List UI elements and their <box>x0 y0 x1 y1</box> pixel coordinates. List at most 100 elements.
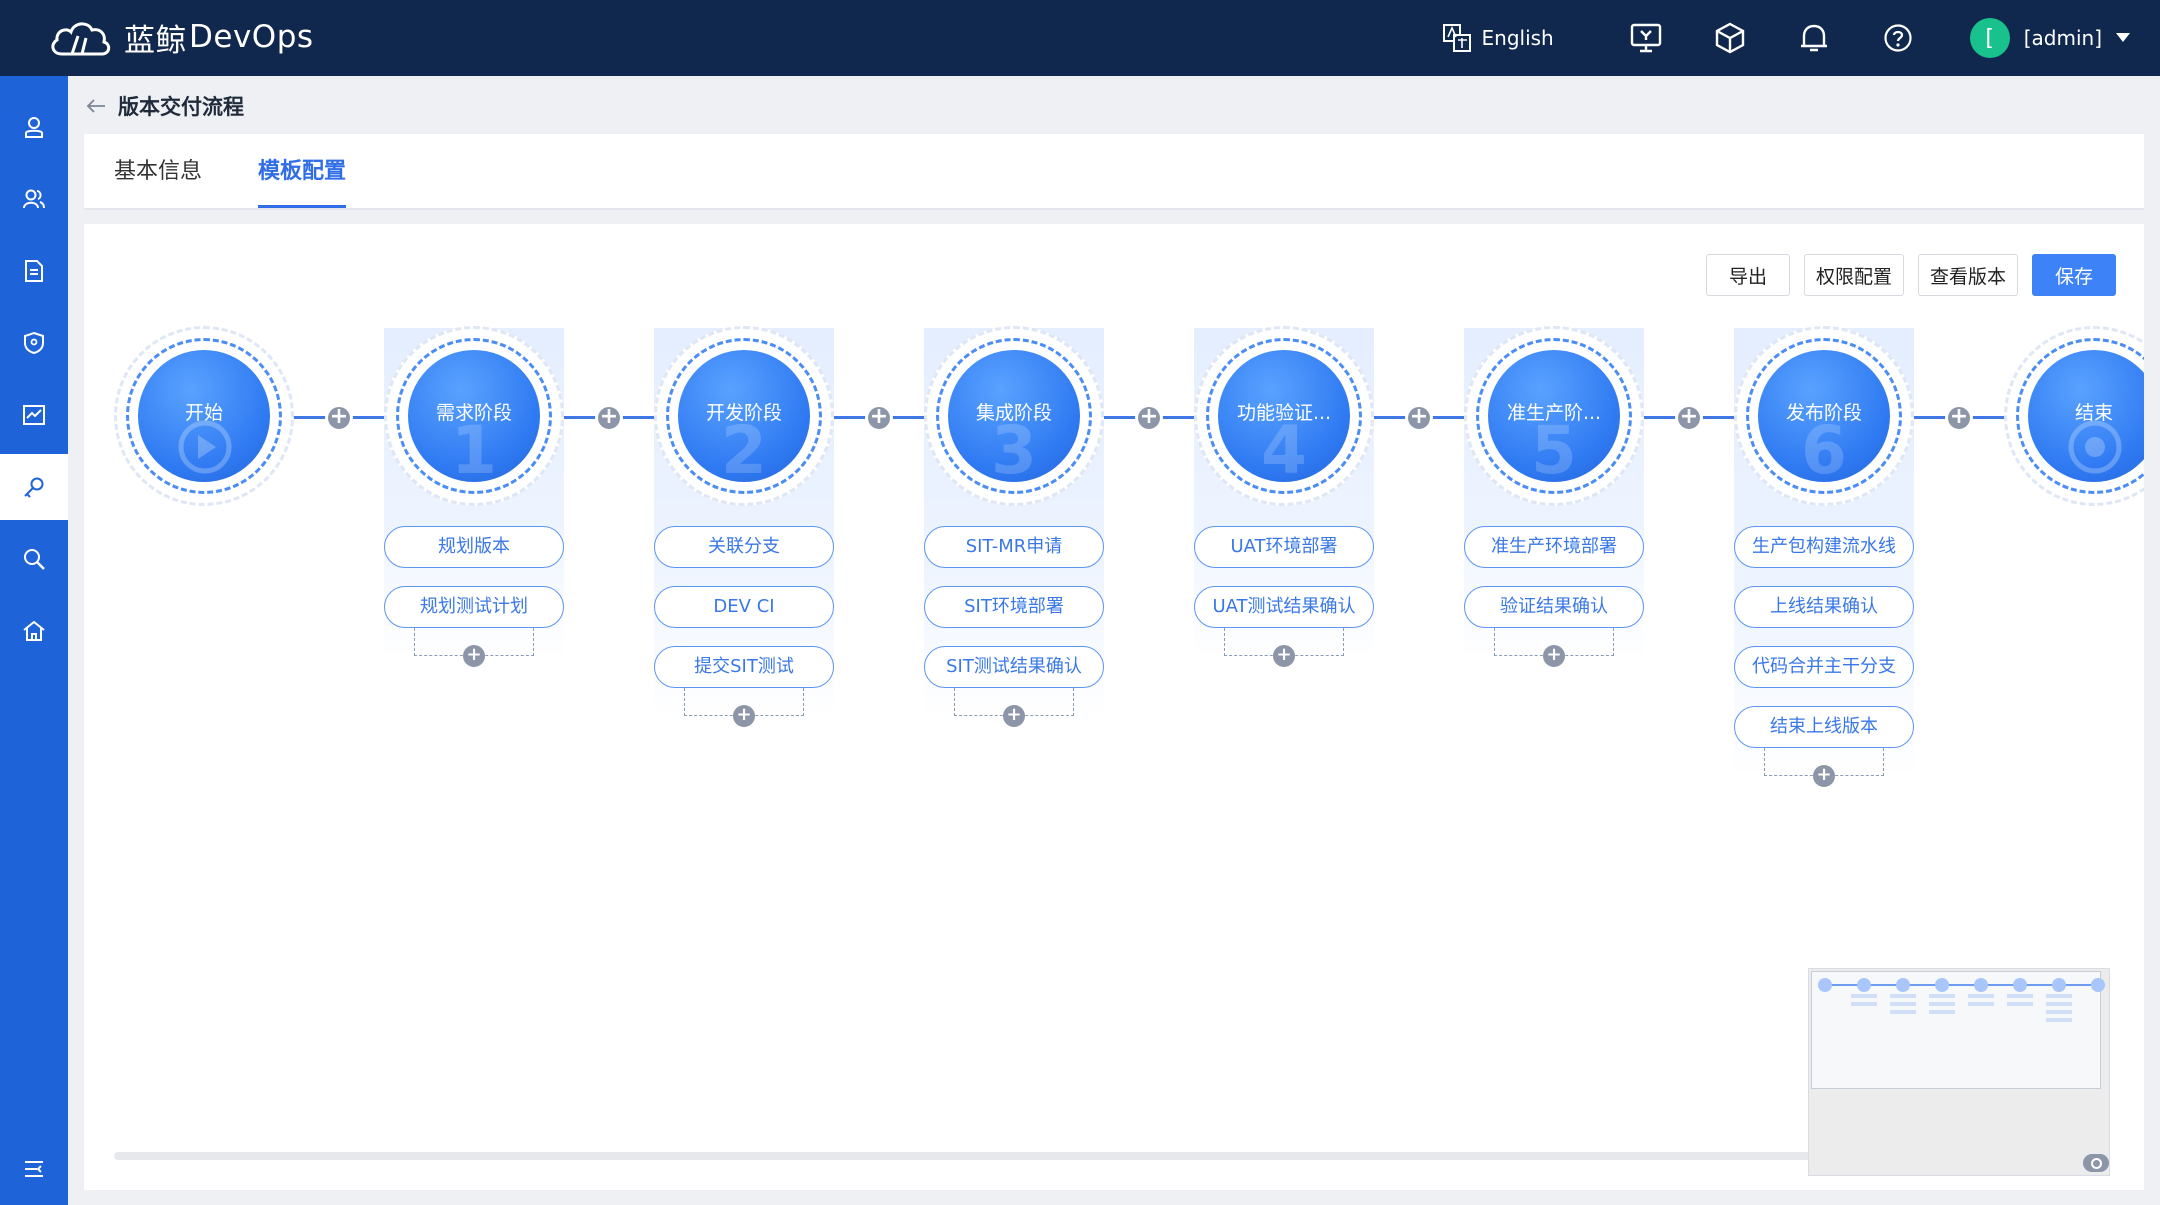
export-button[interactable]: 导出 <box>1706 254 1790 296</box>
sidebar-item-documents[interactable] <box>0 238 68 304</box>
caret-down-icon <box>2116 33 2130 42</box>
node-label: 开发阶段 <box>705 402 782 424</box>
minimap-column <box>1968 994 1994 1010</box>
sidebar-item-release[interactable] <box>0 454 68 520</box>
add-stage-button[interactable]: + <box>325 404 353 432</box>
back-arrow-icon[interactable] <box>86 98 106 114</box>
minimap-node <box>1896 978 1910 992</box>
document-icon <box>25 260 43 282</box>
minimap-viewport[interactable] <box>1811 971 2105 1089</box>
task-pill[interactable]: UAT环境部署 <box>1194 526 1374 568</box>
task-pill[interactable]: DEV CI <box>654 586 834 628</box>
sidebar-collapse-button[interactable] <box>0 1136 68 1202</box>
add-task-button[interactable]: + <box>733 705 755 727</box>
task-pill[interactable]: 规划版本 <box>384 526 564 568</box>
add-task-button[interactable]: + <box>1273 645 1295 667</box>
task-pill[interactable]: 结束上线版本 <box>1734 706 1914 748</box>
sidebar-item-home[interactable] <box>0 598 68 664</box>
task-pill[interactable]: 生产包构建流水线 <box>1734 526 1914 568</box>
stage-number: 5 <box>1531 412 1577 482</box>
minimap-task <box>1890 1010 1916 1014</box>
sidebar-item-security[interactable] <box>0 310 68 376</box>
minimap-task <box>2046 1010 2072 1014</box>
add-stage-button[interactable]: + <box>1405 404 1433 432</box>
minimap-task <box>1890 1002 1916 1006</box>
minimap-node <box>1857 978 1871 992</box>
monitor-icon <box>1630 23 1661 53</box>
add-task-button[interactable]: + <box>1003 705 1025 727</box>
minimap-column <box>1929 994 1955 1018</box>
minimap[interactable] <box>1808 968 2110 1176</box>
task-pill[interactable]: 上线结果确认 <box>1734 586 1914 628</box>
shield-icon <box>24 331 44 355</box>
user-menu[interactable]: [ [admin] <box>1969 18 2130 58</box>
minimap-toggle-button[interactable] <box>2083 1154 2109 1172</box>
tab-template-config[interactable]: 模板配置 <box>258 134 347 208</box>
sidebar-item-users[interactable] <box>0 166 68 232</box>
task-pill[interactable]: 提交SIT测试 <box>654 646 834 688</box>
task-pill[interactable]: 规划测试计划 <box>384 586 564 628</box>
monitor-button[interactable] <box>1604 0 1688 76</box>
help-button[interactable] <box>1856 0 1940 76</box>
logo[interactable]: 蓝鲸 DevOps <box>48 14 314 60</box>
translate-icon <box>1442 24 1471 52</box>
stop-icon <box>2068 420 2122 474</box>
start-node[interactable]: 开始 <box>114 326 294 506</box>
task-pill[interactable]: 代码合并主干分支 <box>1734 646 1914 688</box>
minimap-task <box>1929 1010 1955 1014</box>
top-bar: 蓝鲸 DevOps English <box>0 0 2160 76</box>
notification-button[interactable] <box>1772 0 1856 76</box>
add-stage-button[interactable]: + <box>865 404 893 432</box>
minimap-node <box>2013 978 2027 992</box>
collapse-menu-icon <box>25 1161 43 1177</box>
users-icon <box>23 189 45 209</box>
save-button[interactable]: 保存 <box>2032 254 2116 296</box>
task-pill[interactable]: SIT环境部署 <box>924 586 1104 628</box>
add-task-button[interactable]: + <box>463 645 485 667</box>
task-pill[interactable]: 验证结果确认 <box>1464 586 1644 628</box>
cube-icon <box>1715 22 1744 54</box>
node-core: 开始 <box>138 350 270 482</box>
task-pill[interactable]: 准生产环境部署 <box>1464 526 1644 568</box>
sidebar-item-user[interactable] <box>0 94 68 160</box>
minimap-task <box>1851 1002 1877 1006</box>
sidebar-item-search[interactable] <box>0 526 68 592</box>
sidebar-item-reports[interactable] <box>0 382 68 448</box>
package-button[interactable] <box>1688 0 1772 76</box>
add-task-button[interactable]: + <box>1543 645 1565 667</box>
task-pill[interactable]: SIT-MR申请 <box>924 526 1104 568</box>
view-version-button[interactable]: 查看版本 <box>1918 254 2018 296</box>
node-label: 开始 <box>184 402 223 424</box>
tab-basic-info[interactable]: 基本信息 <box>114 159 203 184</box>
add-stage-button[interactable]: + <box>1675 404 1703 432</box>
search-setting-icon <box>24 549 45 570</box>
add-stage-button[interactable]: + <box>595 404 623 432</box>
add-task-button[interactable]: + <box>1813 765 1835 787</box>
end-node[interactable]: 结束 <box>2004 326 2144 506</box>
permission-button[interactable]: 权限配置 <box>1804 254 1904 296</box>
add-stage-button[interactable]: + <box>1135 404 1163 432</box>
tab-bar: 基本信息 模板配置 <box>84 134 2144 210</box>
username: [admin] <box>2023 26 2102 50</box>
minimap-task <box>1851 994 1877 998</box>
task-pill[interactable]: 关联分支 <box>654 526 834 568</box>
help-icon <box>1884 24 1912 52</box>
language-switch[interactable]: English <box>1442 23 1554 53</box>
add-stage-button[interactable]: + <box>1945 404 1973 432</box>
horizontal-scrollbar[interactable] <box>114 1152 1814 1160</box>
task-pill[interactable]: UAT测试结果确认 <box>1194 586 1374 628</box>
minimap-task <box>1968 994 1994 998</box>
task-pill[interactable]: SIT测试结果确认 <box>924 646 1104 688</box>
minimap-node <box>1974 978 1988 992</box>
minimap-column <box>2046 994 2072 1026</box>
chart-icon <box>23 405 45 425</box>
